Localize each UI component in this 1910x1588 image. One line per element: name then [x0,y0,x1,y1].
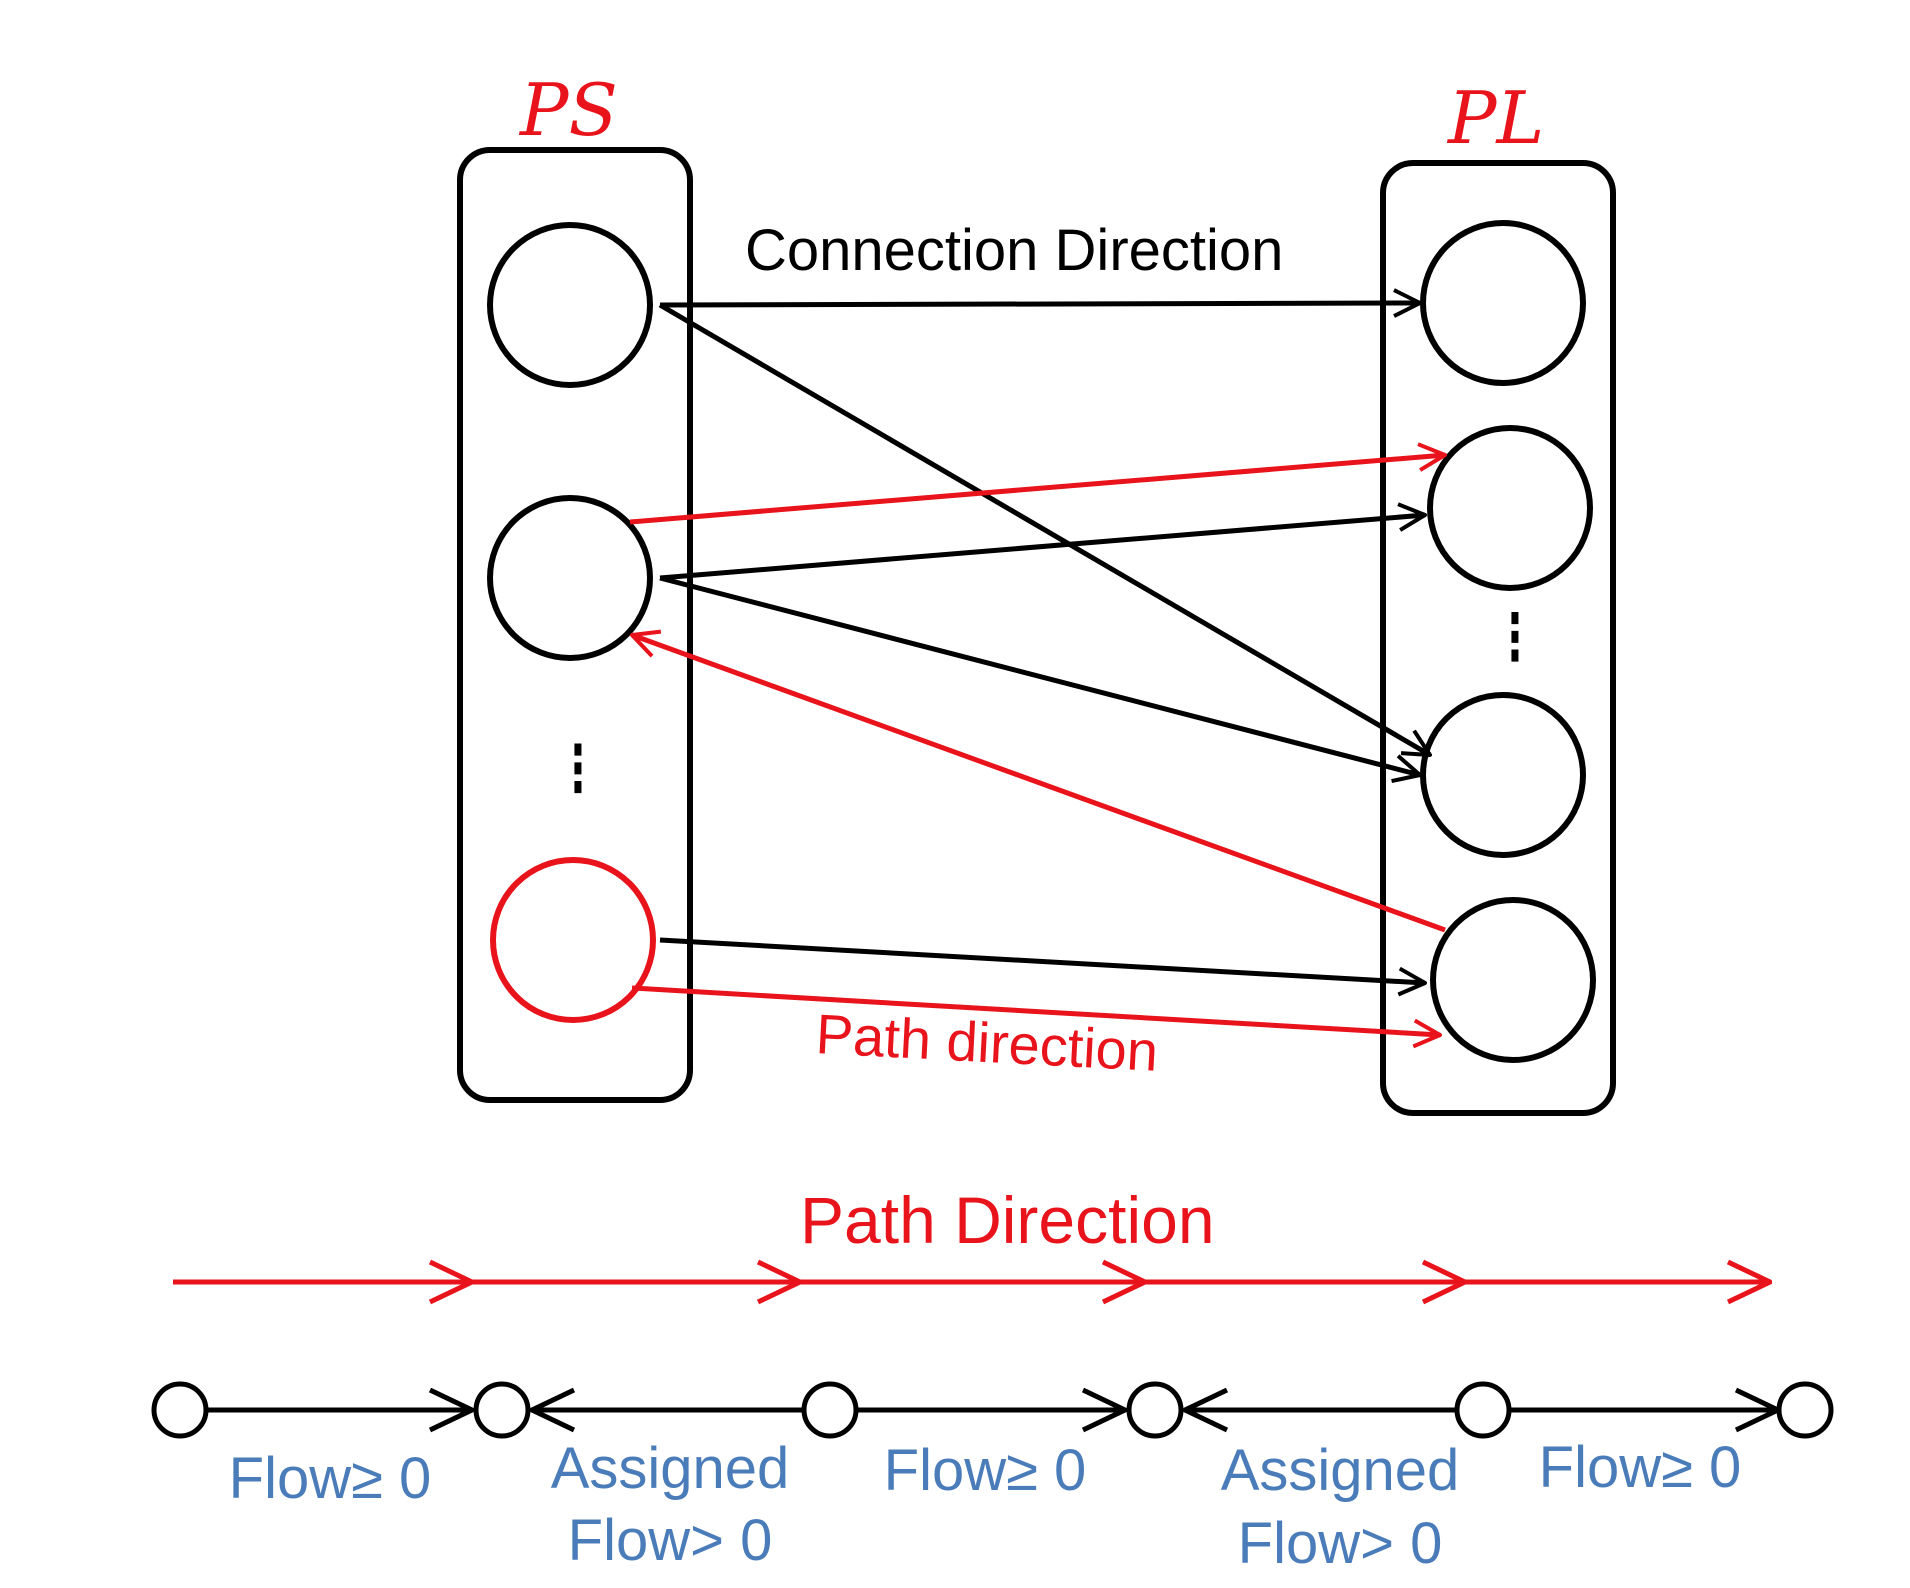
connection-arrow-5 [659,937,1427,997]
connection-arrow-3 [659,502,1427,581]
connection-arrow-4 [659,575,1422,784]
pl-node-4 [1430,897,1596,1063]
chain-node-1 [151,1381,209,1439]
chain-node-2 [473,1381,531,1439]
pl-ellipsis: ⋮ [1495,599,1535,675]
pl-node-2 [1427,425,1593,591]
ps-container [457,147,693,1103]
chain-node-6 [1776,1381,1834,1439]
connection-arrow-1 [659,288,1422,318]
flow-label-4-line1: Assigned [1221,1438,1460,1503]
pl-set-title: PL [1446,76,1544,160]
ps-node-3-red [490,857,656,1023]
chain-node-3 [801,1381,859,1439]
connection-direction-label: Connection Direction [745,218,1283,283]
pl-node-3 [1420,692,1586,858]
ps-ellipsis: ⋮ [558,730,598,806]
ps-node-1 [487,222,653,388]
path-arrow-1 [629,442,1447,525]
ps-set-title: PS [518,68,618,152]
chain-node-5 [1454,1381,1512,1439]
path-arrow-3 [631,985,1442,1049]
path-direction-big-label: Path Direction [800,1183,1215,1257]
flow-label-2-line2: Flow> 0 [568,1508,773,1573]
flow-label-5: Flow≥ 0 [1539,1435,1742,1500]
flow-label-4-line2: Flow> 0 [1238,1511,1443,1576]
flow-label-2-line1: Assigned [551,1436,790,1501]
pl-node-1 [1420,220,1586,386]
connection-arrow-2 [658,302,1432,758]
path-arrow-2 [630,629,1446,933]
pl-container [1380,160,1616,1116]
ps-node-2 [487,495,653,661]
chain-node-4 [1126,1381,1184,1439]
flow-label-3: Flow≥ 0 [884,1438,1087,1503]
flow-label-1: Flow≥ 0 [229,1446,432,1511]
